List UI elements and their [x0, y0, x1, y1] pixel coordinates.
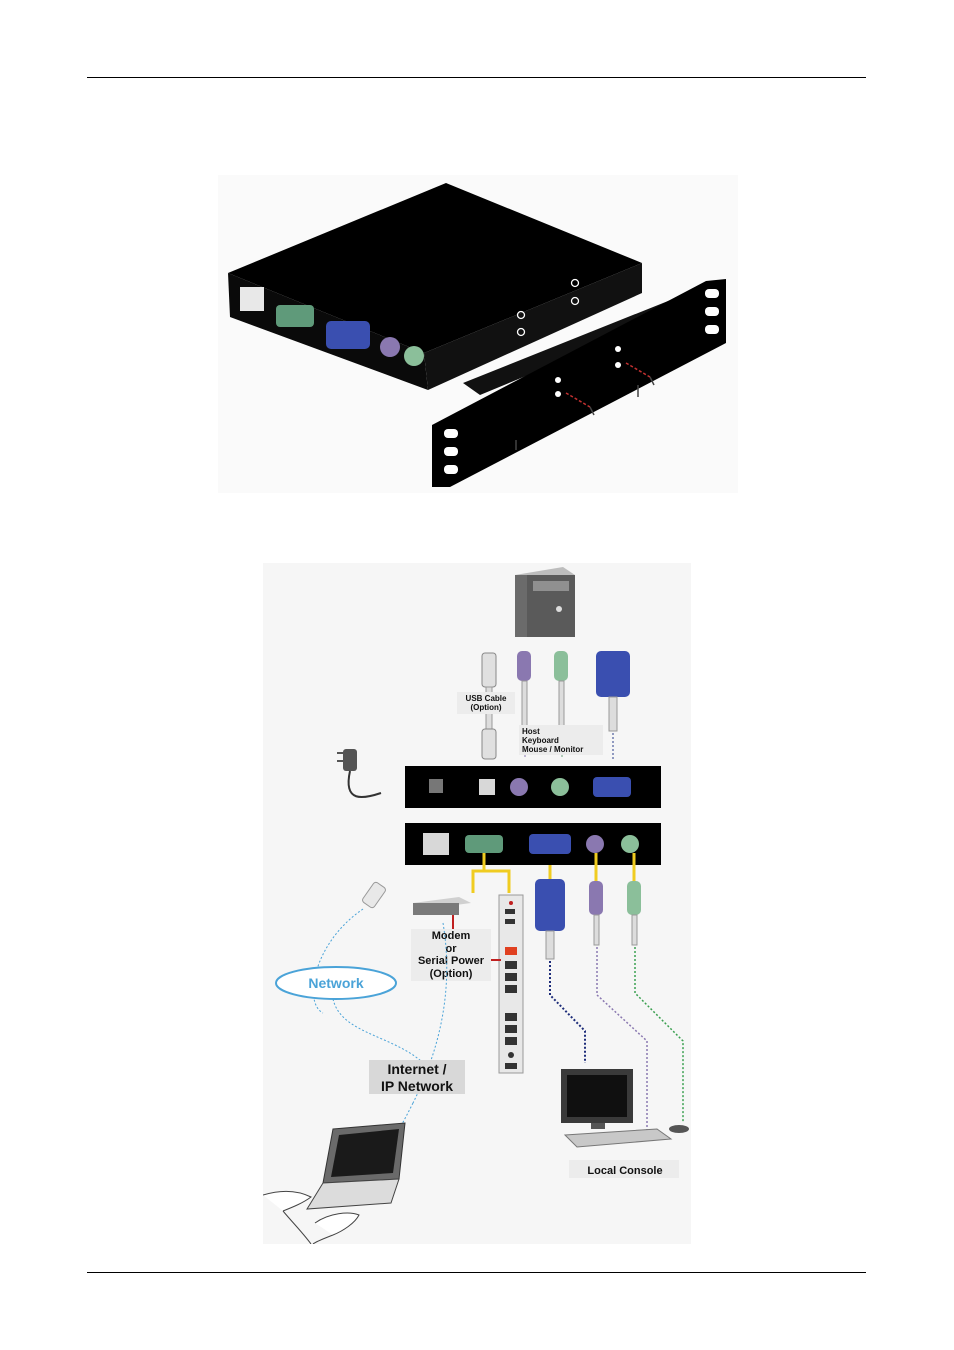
serial-cable — [471, 853, 511, 893]
device-rear-panel — [405, 766, 661, 808]
local-console-label: Local Console — [587, 1165, 662, 1177]
serial-port-icon — [465, 835, 503, 853]
modem-option-label: (Option) — [430, 968, 473, 980]
local-console-cables — [535, 853, 684, 1133]
serial-power-strip-icon — [498, 894, 524, 1074]
host-label: Host — [522, 727, 540, 736]
device-front-panel — [405, 823, 661, 865]
ethernet-port-icon — [240, 287, 264, 311]
usb-cable-label: USB Cable — [466, 694, 507, 703]
ethernet-port-icon — [423, 833, 449, 855]
host-pc-icon — [515, 567, 575, 637]
kvm-device-body — [228, 183, 642, 390]
serial-port-icon — [276, 305, 314, 327]
ps2-mouse-port-icon — [551, 778, 569, 796]
power-adapter-icon — [337, 749, 382, 799]
local-console-icon — [561, 1069, 689, 1148]
modem-label: Modem — [432, 930, 471, 942]
ps2-keyboard-port-icon — [510, 778, 528, 796]
modem-or-label: or — [446, 943, 458, 955]
usb-cable-option-label: (Option) — [470, 703, 501, 712]
remote-laptop-icon — [263, 1122, 406, 1244]
modem-icon — [413, 897, 471, 929]
rack-mount-figure — [218, 175, 738, 493]
network-label: Network — [308, 975, 363, 991]
internet-label: Internet / — [387, 1061, 446, 1077]
vga-port-icon — [593, 777, 631, 797]
footer-rule — [87, 1272, 866, 1273]
usb-connector-icon — [481, 652, 497, 688]
vga-port-icon — [529, 834, 571, 854]
vga-port-icon — [326, 321, 370, 349]
ps2-mouse-cable-icon — [554, 651, 568, 681]
connection-diagram: USB Cable (Option) Host Keyboard Mouse /… — [263, 563, 691, 1244]
ip-network-label: IP Network — [381, 1078, 453, 1094]
host-keyboard-label: Keyboard — [522, 736, 559, 745]
vga-cable-icon — [535, 879, 565, 931]
rack-bracket — [432, 279, 726, 487]
vga-cable-icon — [596, 651, 630, 697]
ps2-keyboard-port-icon — [380, 337, 400, 357]
ps2-mouse-port-icon — [404, 346, 424, 366]
ps2-keyboard-cable-icon — [517, 651, 531, 681]
header-rule — [87, 77, 866, 78]
host-mouse-monitor-label: Mouse / Monitor — [522, 745, 583, 754]
screws — [515, 362, 655, 450]
serial-power-label: Serial Power — [418, 955, 485, 967]
network-cloud — [275, 966, 397, 1000]
